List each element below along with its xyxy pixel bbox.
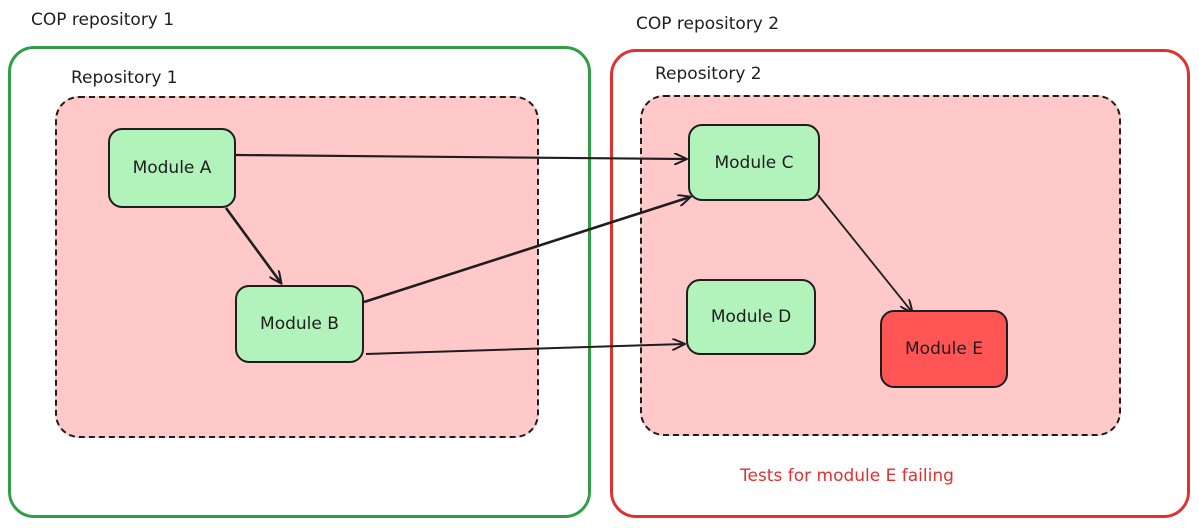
module-e-label: Module E: [905, 339, 983, 359]
failing-tests-note: Tests for module E failing: [740, 466, 954, 486]
module-c-node: Module C: [688, 124, 820, 201]
module-d-node: Module D: [686, 279, 816, 355]
module-b-node: Module B: [235, 285, 364, 363]
module-e-node: Module E: [880, 310, 1008, 388]
module-a-node: Module A: [108, 128, 236, 208]
module-c-label: Module C: [714, 152, 794, 173]
cop-repository-2-label: COP repository 2: [636, 14, 780, 34]
repository-2-label: Repository 2: [655, 64, 762, 84]
module-a-label: Module A: [132, 158, 212, 178]
cop-repository-1-label: COP repository 1: [31, 10, 175, 30]
module-b-label: Module B: [260, 314, 339, 334]
module-d-label: Module D: [710, 307, 792, 327]
repository-1-label: Repository 1: [71, 68, 178, 88]
